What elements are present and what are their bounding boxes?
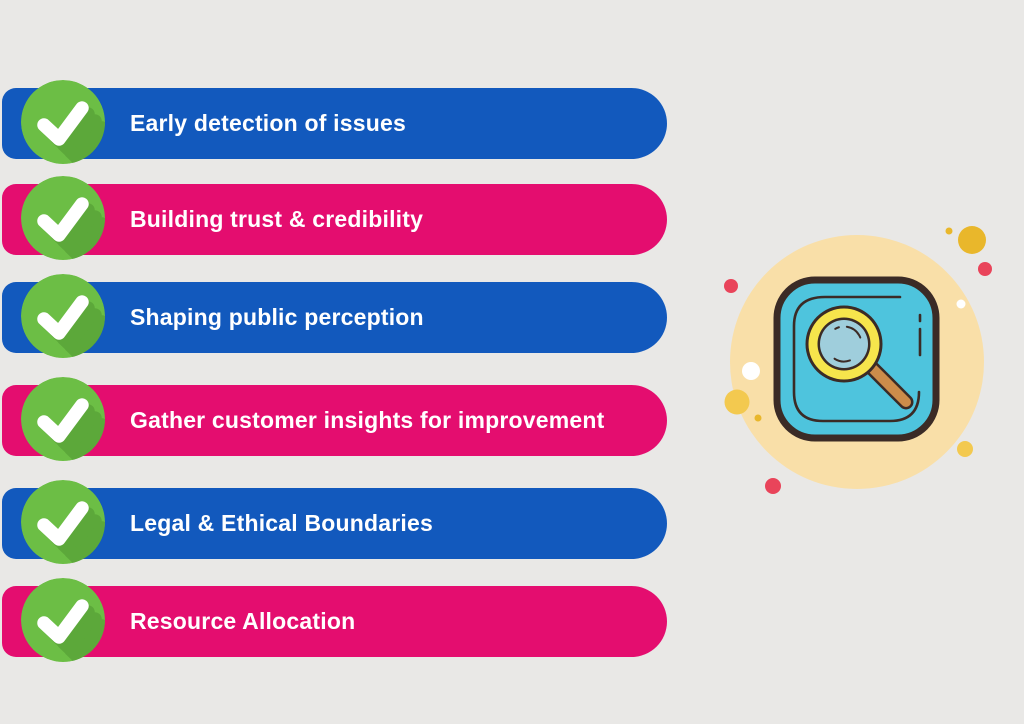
check-mark-icon — [21, 480, 105, 564]
list-item-label: Resource Allocation — [130, 608, 356, 634]
tile-inner-line — [792, 295, 921, 423]
list-item-pill: Resource Allocation — [2, 586, 667, 657]
list-item-pill: Building trust & credibility — [2, 184, 667, 255]
check-mark-icon — [21, 578, 105, 662]
list-item: Building trust & credibility — [0, 176, 760, 265]
list-item-pill: Legal & Ethical Boundaries — [2, 488, 667, 559]
list-item: Resource Allocation — [0, 578, 760, 667]
check-mark-icon — [21, 377, 105, 461]
list-item-label: Building trust & credibility — [130, 206, 424, 232]
list-item-label: Early detection of issues — [130, 110, 406, 136]
check-mark-icon — [21, 176, 105, 260]
list-item-label: Shaping public perception — [130, 304, 424, 330]
decor-dot — [958, 226, 986, 254]
decor-dot — [957, 441, 973, 457]
list-item: Gather customer insights for improvement — [0, 377, 760, 466]
list-item: Legal & Ethical Boundaries — [0, 480, 760, 569]
decor-dot — [742, 362, 760, 380]
decor-dot — [754, 414, 762, 422]
magnifying-glass-illustration — [724, 226, 992, 494]
list-item: Shaping public perception — [0, 274, 760, 363]
decor-dot — [765, 478, 781, 494]
list-item-pill: Gather customer insights for improvement — [2, 385, 667, 456]
decor-dot — [945, 227, 953, 235]
decor-dot — [724, 389, 750, 415]
decor-dot — [956, 299, 966, 309]
list-item-pill: Early detection of issues — [2, 88, 667, 159]
check-mark-icon — [21, 274, 105, 358]
check-mark-icon — [21, 80, 105, 164]
decor-dot — [724, 279, 738, 293]
list-item: Early detection of issues — [0, 80, 760, 169]
list-item-label: Gather customer insights for improvement — [130, 407, 605, 433]
magnifier-icon — [805, 305, 914, 410]
list-item-label: Legal & Ethical Boundaries — [130, 510, 433, 536]
list-item-pill: Shaping public perception — [2, 282, 667, 353]
decor-dot — [978, 262, 992, 276]
